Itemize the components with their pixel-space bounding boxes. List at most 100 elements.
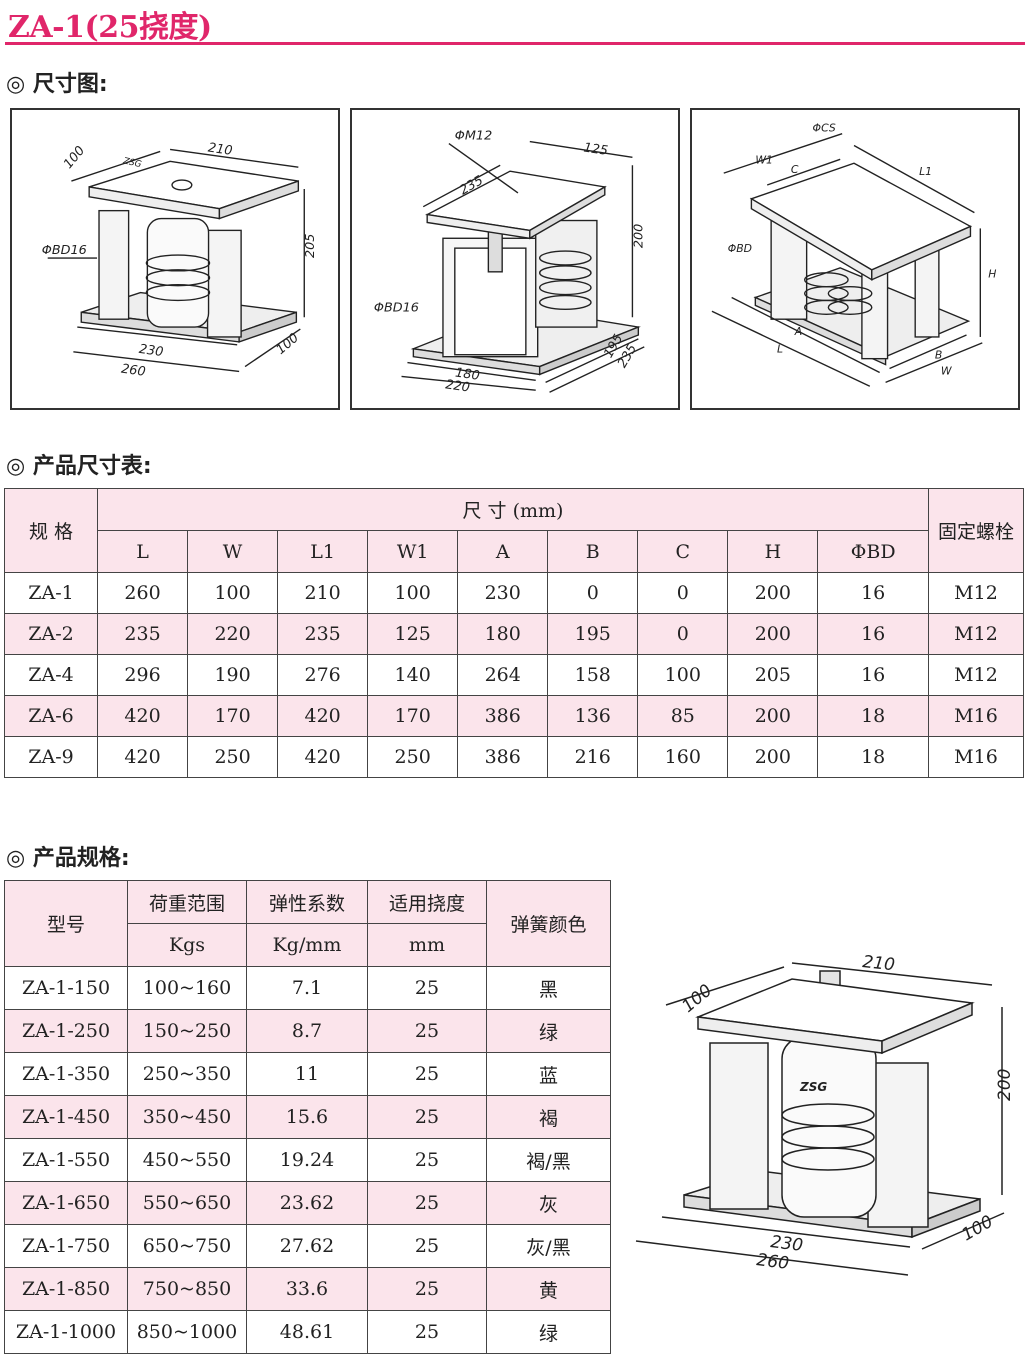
fig3-c-dim: C (791, 163, 799, 176)
dim-row-bolt: M12 (928, 572, 1024, 614)
spec-row-stiffness: 7.1 (246, 966, 368, 1010)
spec-row-model: ZA-1-150 (4, 966, 128, 1010)
dim-column-header: H (727, 530, 819, 573)
spec-row-color: 褐 (486, 1095, 611, 1139)
section-dimension-drawing: ◎ 尺寸图: (6, 72, 108, 97)
dim-column-header: A (457, 530, 549, 573)
spec-stiffness-unit: Kg/mm (246, 923, 368, 967)
fig1-w-dim: 100 (274, 331, 302, 358)
dim-row-value: 235 (277, 613, 369, 655)
dim-row-value: 0 (637, 613, 729, 655)
dim-row-value: 235 (96, 613, 189, 655)
fig1-l-dim: 260 (120, 362, 146, 380)
fig1-hole-dim: ΦBD16 (42, 243, 87, 258)
spec-row-deflection: 25 (367, 1181, 487, 1225)
dim-row-value: 190 (187, 654, 279, 696)
spec-row-deflection: 25 (367, 1009, 487, 1053)
spec-row-deflection: 25 (367, 1310, 487, 1354)
dim-row-value: 100 (187, 572, 279, 614)
spec-row-model: ZA-1-1000 (4, 1310, 128, 1354)
figure-generic-isometric: ΦCS W1 C L1 ΦBD H A L B W (690, 108, 1020, 410)
spec-row-deflection: 25 (367, 1267, 487, 1311)
fig3-w-dim: W (941, 364, 953, 377)
dim-row-value: 170 (367, 695, 459, 737)
spec-row-model: ZA-1-850 (4, 1267, 128, 1311)
dim-row-value: 230 (457, 572, 549, 614)
dim-row-value: 0 (547, 572, 639, 614)
dim-row-model: ZA-6 (4, 695, 98, 737)
dim-row-value: 140 (367, 654, 459, 696)
spec-row-color: 绿 (486, 1009, 611, 1053)
spec-row-stiffness: 8.7 (246, 1009, 368, 1053)
dim-row-value: 136 (547, 695, 639, 737)
spec-row-stiffness: 11 (246, 1052, 368, 1096)
spec-load-header: 荷重范围 (127, 880, 247, 924)
fig3-cs-dim: ΦCS (813, 122, 836, 135)
spec-model-header: 型号 (4, 880, 128, 967)
dim-column-header: ΦBD (817, 530, 929, 573)
title-rule (5, 42, 1025, 45)
dim-column-header: L (96, 530, 189, 573)
spec-row-model: ZA-1-650 (4, 1181, 128, 1225)
big-fig-logo: ZSG (799, 1080, 827, 1094)
dim-row-value: 250 (367, 736, 459, 778)
dim-row-value: 160 (637, 736, 729, 778)
spec-row-load: 250~350 (127, 1052, 247, 1096)
fig3-a-dim: A (794, 325, 802, 338)
spec-row-stiffness: 23.62 (246, 1181, 368, 1225)
spec-color-header: 弹簧颜色 (486, 880, 611, 967)
dim-row-value: 420 (277, 736, 369, 778)
spec-row-stiffness: 48.61 (246, 1310, 368, 1354)
spec-row-load: 750~850 (127, 1267, 247, 1311)
spec-deflection-header: 适用挠度 (367, 880, 487, 924)
dim-row-value: 125 (367, 613, 459, 655)
spec-row-color: 灰 (486, 1181, 611, 1225)
spec-row-model: ZA-1-550 (4, 1138, 128, 1182)
spec-row-model: ZA-1-750 (4, 1224, 128, 1268)
dim-row-value: 158 (547, 654, 639, 696)
fig1-height-dim: 205 (303, 234, 318, 258)
dim-row-bolt: M16 (928, 695, 1024, 737)
big-fig-l-dim: 260 (755, 1250, 790, 1274)
spec-row-model: ZA-1-450 (4, 1095, 128, 1139)
dim-table-bolt-header: 固定螺栓 (928, 488, 1024, 573)
spec-row-color: 蓝 (486, 1052, 611, 1096)
spec-row-stiffness: 15.6 (246, 1095, 368, 1139)
dim-row-value: 16 (817, 572, 929, 614)
spec-row-color: 褐/黑 (486, 1138, 611, 1182)
fig3-h-dim: H (988, 268, 996, 281)
dim-row-value: 180 (457, 613, 549, 655)
dim-row-value: 18 (817, 736, 929, 778)
dim-row-value: 276 (277, 654, 369, 696)
spec-load-unit: Kgs (127, 923, 247, 967)
figure-za2-isometric: ΦM12 125 235 200 ΦBD16 180 220 195 235 (350, 108, 680, 410)
fig3-l1-dim: L1 (919, 165, 932, 178)
spec-row-load: 350~450 (127, 1095, 247, 1139)
dim-table-spec-header: 规 格 (4, 488, 98, 573)
spec-row-stiffness: 19.24 (246, 1138, 368, 1182)
figure-2-drawing: ΦM12 125 235 200 ΦBD16 180 220 195 235 (374, 129, 646, 396)
dim-row-value: 296 (96, 654, 189, 696)
spec-row-color: 黑 (486, 966, 611, 1010)
spec-row-load: 450~550 (127, 1138, 247, 1182)
spec-row-load: 650~750 (127, 1224, 247, 1268)
dim-row-value: 420 (96, 695, 189, 737)
dim-row-value: 200 (727, 736, 819, 778)
dim-row-value: 16 (817, 613, 929, 655)
figure-large-drawing: 210 100 200 230 260 100 ZSG (635, 952, 1015, 1276)
spec-stiffness-header: 弹性系数 (246, 880, 368, 924)
dim-row-value: 420 (96, 736, 189, 778)
fig3-l-dim: L (777, 343, 783, 356)
fig2-height-dim: 200 (631, 224, 646, 248)
